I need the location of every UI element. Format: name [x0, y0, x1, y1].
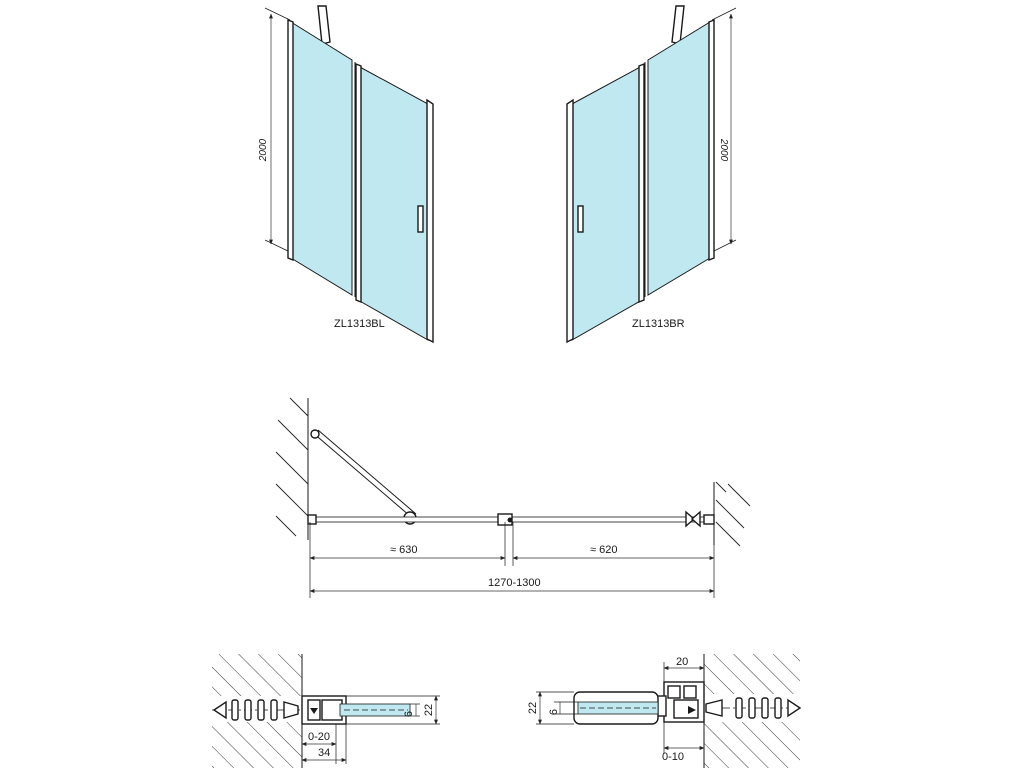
left-profile-width: 34 [318, 747, 330, 759]
right-glass-thickness: 6 [548, 709, 560, 715]
profile-detail-right: 20 22 6 0-10 [527, 654, 802, 768]
right-panel-width: ≈ 620 [590, 544, 617, 556]
door-handle-right [577, 205, 584, 233]
left-glass-thickness: 6 [403, 711, 415, 717]
wall-hatch-left [275, 397, 309, 537]
fixed-glass-panel-right [647, 21, 711, 296]
profile-detail-left: 6 22 0-20 34 [212, 654, 440, 768]
height-dimension-right: 2000 [718, 138, 729, 162]
door-glass-panel-right [571, 65, 643, 341]
left-profile-depth: 22 [423, 704, 435, 716]
model-label-left: ZL1313BL [334, 318, 385, 330]
wall-anchor-right [705, 697, 802, 719]
left-panel-width: ≈ 630 [390, 544, 417, 556]
plan-view: ≈ 630 ≈ 620 1270-1300 [275, 397, 751, 598]
wall-anchor-left [212, 699, 300, 721]
model-label-right: ZL1313BR [632, 318, 685, 330]
left-adjustment-range: 0-20 [308, 731, 330, 743]
height-dimension-left: 2000 [258, 138, 269, 162]
door-glass-panel-left [357, 65, 429, 341]
right-adjustment-range: 0-10 [662, 751, 684, 763]
elevation-right: 2000 ZL1313BR [566, 5, 737, 344]
door-handle-left [417, 205, 424, 233]
fixed-glass-panel-left [290, 21, 353, 296]
wall-hatch-right [715, 481, 751, 547]
right-profile-top-width: 20 [676, 656, 688, 668]
right-profile-depth: 22 [527, 702, 539, 714]
elevation-left: 2000 ZL1313BL [258, 5, 434, 344]
total-width: 1270-1300 [488, 577, 541, 589]
